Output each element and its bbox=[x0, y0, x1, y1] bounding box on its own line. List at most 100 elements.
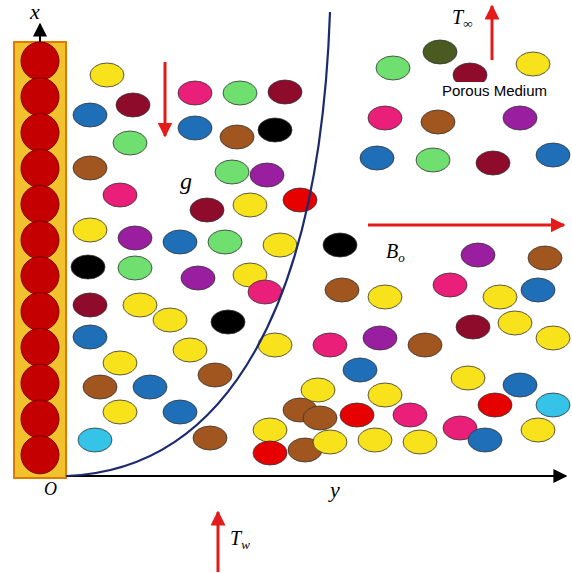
particle bbox=[408, 333, 442, 357]
magnetic-field-label: Bo bbox=[386, 240, 405, 262]
particle bbox=[123, 293, 157, 317]
particle bbox=[250, 163, 284, 187]
particle bbox=[516, 52, 550, 76]
particle bbox=[376, 56, 410, 80]
particle bbox=[498, 311, 532, 335]
particle bbox=[421, 110, 455, 134]
particle bbox=[358, 428, 392, 452]
particle bbox=[233, 193, 267, 217]
temperature-label: T∞ bbox=[452, 6, 472, 28]
particle bbox=[220, 125, 254, 149]
symbol-subscript: o bbox=[398, 250, 405, 265]
particle bbox=[363, 326, 397, 350]
particle bbox=[451, 366, 485, 390]
particle bbox=[118, 256, 152, 280]
particle bbox=[478, 393, 512, 417]
plate-sphere bbox=[21, 114, 59, 152]
particle bbox=[83, 375, 117, 399]
particle bbox=[368, 106, 402, 130]
particle bbox=[73, 218, 107, 242]
particle bbox=[73, 156, 107, 180]
particle bbox=[113, 131, 147, 155]
particle bbox=[301, 378, 335, 402]
symbol-base: B bbox=[386, 240, 398, 262]
particle bbox=[368, 383, 402, 407]
particle bbox=[416, 148, 450, 172]
particle bbox=[163, 400, 197, 424]
temperature-label: Tw bbox=[230, 527, 250, 549]
particle bbox=[103, 351, 137, 375]
symbol-subscript: w bbox=[241, 537, 250, 552]
particle bbox=[190, 198, 224, 222]
particle bbox=[103, 400, 137, 424]
plate-sphere bbox=[21, 149, 59, 187]
particle bbox=[528, 246, 562, 270]
region-label: Porous Medium bbox=[440, 82, 549, 101]
origin-label: O bbox=[44, 480, 57, 500]
particle bbox=[368, 285, 402, 309]
porous-particles bbox=[71, 40, 570, 465]
particle bbox=[253, 418, 287, 442]
plate-spheres bbox=[21, 42, 59, 474]
plate-sphere bbox=[21, 257, 59, 295]
plate-sphere bbox=[21, 436, 59, 474]
particle bbox=[456, 315, 490, 339]
particle bbox=[208, 230, 242, 254]
particle bbox=[403, 430, 437, 454]
y-axis bbox=[66, 475, 566, 477]
particle bbox=[71, 255, 105, 279]
particle bbox=[263, 233, 297, 257]
plate-sphere bbox=[21, 400, 59, 438]
gravity-arrow bbox=[164, 62, 167, 136]
vertical-plate bbox=[14, 42, 66, 478]
axis-label: y bbox=[330, 478, 340, 502]
particle bbox=[536, 393, 570, 417]
particle bbox=[178, 81, 212, 105]
particle bbox=[313, 430, 347, 454]
particle bbox=[303, 406, 337, 430]
particle bbox=[253, 441, 287, 465]
plate-sphere bbox=[21, 364, 59, 402]
particle bbox=[198, 363, 232, 387]
gravity-label: g bbox=[180, 168, 192, 194]
particle bbox=[483, 285, 517, 309]
particle bbox=[90, 63, 124, 87]
particle bbox=[178, 116, 212, 140]
boundary-layer-curve bbox=[66, 12, 330, 476]
plate-sphere bbox=[21, 78, 59, 116]
particle bbox=[268, 80, 302, 104]
particle bbox=[283, 188, 317, 212]
plate-sphere bbox=[21, 328, 59, 366]
axis-label: x bbox=[30, 0, 40, 24]
particle bbox=[103, 183, 137, 207]
particle bbox=[258, 118, 292, 142]
symbol-base: T bbox=[230, 527, 241, 549]
particle bbox=[223, 81, 257, 105]
particle bbox=[211, 310, 245, 334]
particle bbox=[193, 426, 227, 450]
particle bbox=[78, 428, 112, 452]
particle bbox=[325, 278, 359, 302]
particle bbox=[360, 146, 394, 170]
symbol-subscript: ∞ bbox=[463, 16, 472, 31]
particle bbox=[181, 266, 215, 290]
particle bbox=[536, 326, 570, 350]
particle bbox=[133, 375, 167, 399]
particle bbox=[215, 160, 249, 184]
particle bbox=[423, 40, 457, 64]
particle bbox=[118, 226, 152, 250]
plate-sphere bbox=[21, 293, 59, 331]
particle bbox=[73, 325, 107, 349]
particle bbox=[73, 103, 107, 127]
plate-sphere bbox=[21, 221, 59, 259]
particle bbox=[461, 243, 495, 267]
particle bbox=[503, 106, 537, 130]
particle bbox=[153, 308, 187, 332]
particle bbox=[503, 373, 537, 397]
particle bbox=[476, 151, 510, 175]
symbol-base: T bbox=[452, 6, 463, 28]
magnetic-field-arrow bbox=[368, 224, 564, 227]
particle bbox=[393, 403, 427, 427]
plate-sphere bbox=[21, 42, 59, 80]
wall-temperature-arrow bbox=[217, 512, 220, 572]
